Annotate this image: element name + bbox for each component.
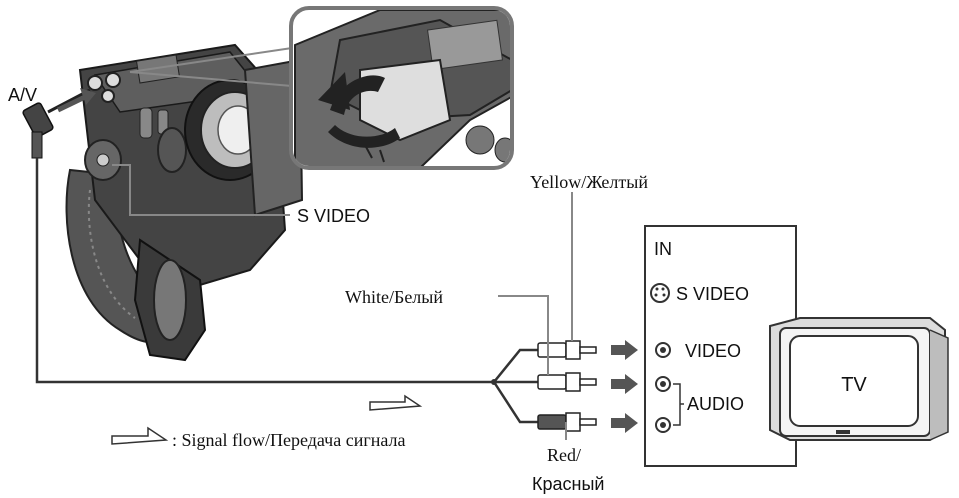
panel-video-label: VIDEO [685,341,741,361]
audio-right-jack-icon [655,417,671,433]
white-label: White/Белый [345,287,443,307]
yellow-label: Yellow/Желтый [530,172,648,192]
white-leader [498,295,549,375]
white-plug [537,372,597,392]
camcorder-illustration [65,43,304,362]
signal-flow-legend-icon [111,426,169,445]
audio-bracket [673,383,684,426]
red-label-line2: Красный [532,474,604,494]
av-cable [22,88,492,384]
zoom-inset [129,6,514,170]
panel-audio-label: AUDIO [687,394,744,414]
signal-flow-arrow [369,394,423,411]
yellow-plug [537,340,597,360]
tv-illustration [769,317,949,441]
red-label-line1: Red/ [547,445,581,465]
av-label: A/V [8,85,37,105]
tv-label: TV [841,374,867,396]
s-video-leader [112,164,290,216]
panel-s-video-label: S VIDEO [676,284,749,304]
splitter-cables [491,340,597,432]
signal-arrows [611,340,638,433]
signal-flow-label: : Signal flow/Передача сигнала [172,430,405,450]
audio-left-jack-icon [655,376,671,392]
camera-s-video-label: S VIDEO [297,206,370,226]
panel-in-label: IN [654,239,672,259]
s-video-jack-icon [650,283,670,303]
video-jack-icon [655,342,671,358]
